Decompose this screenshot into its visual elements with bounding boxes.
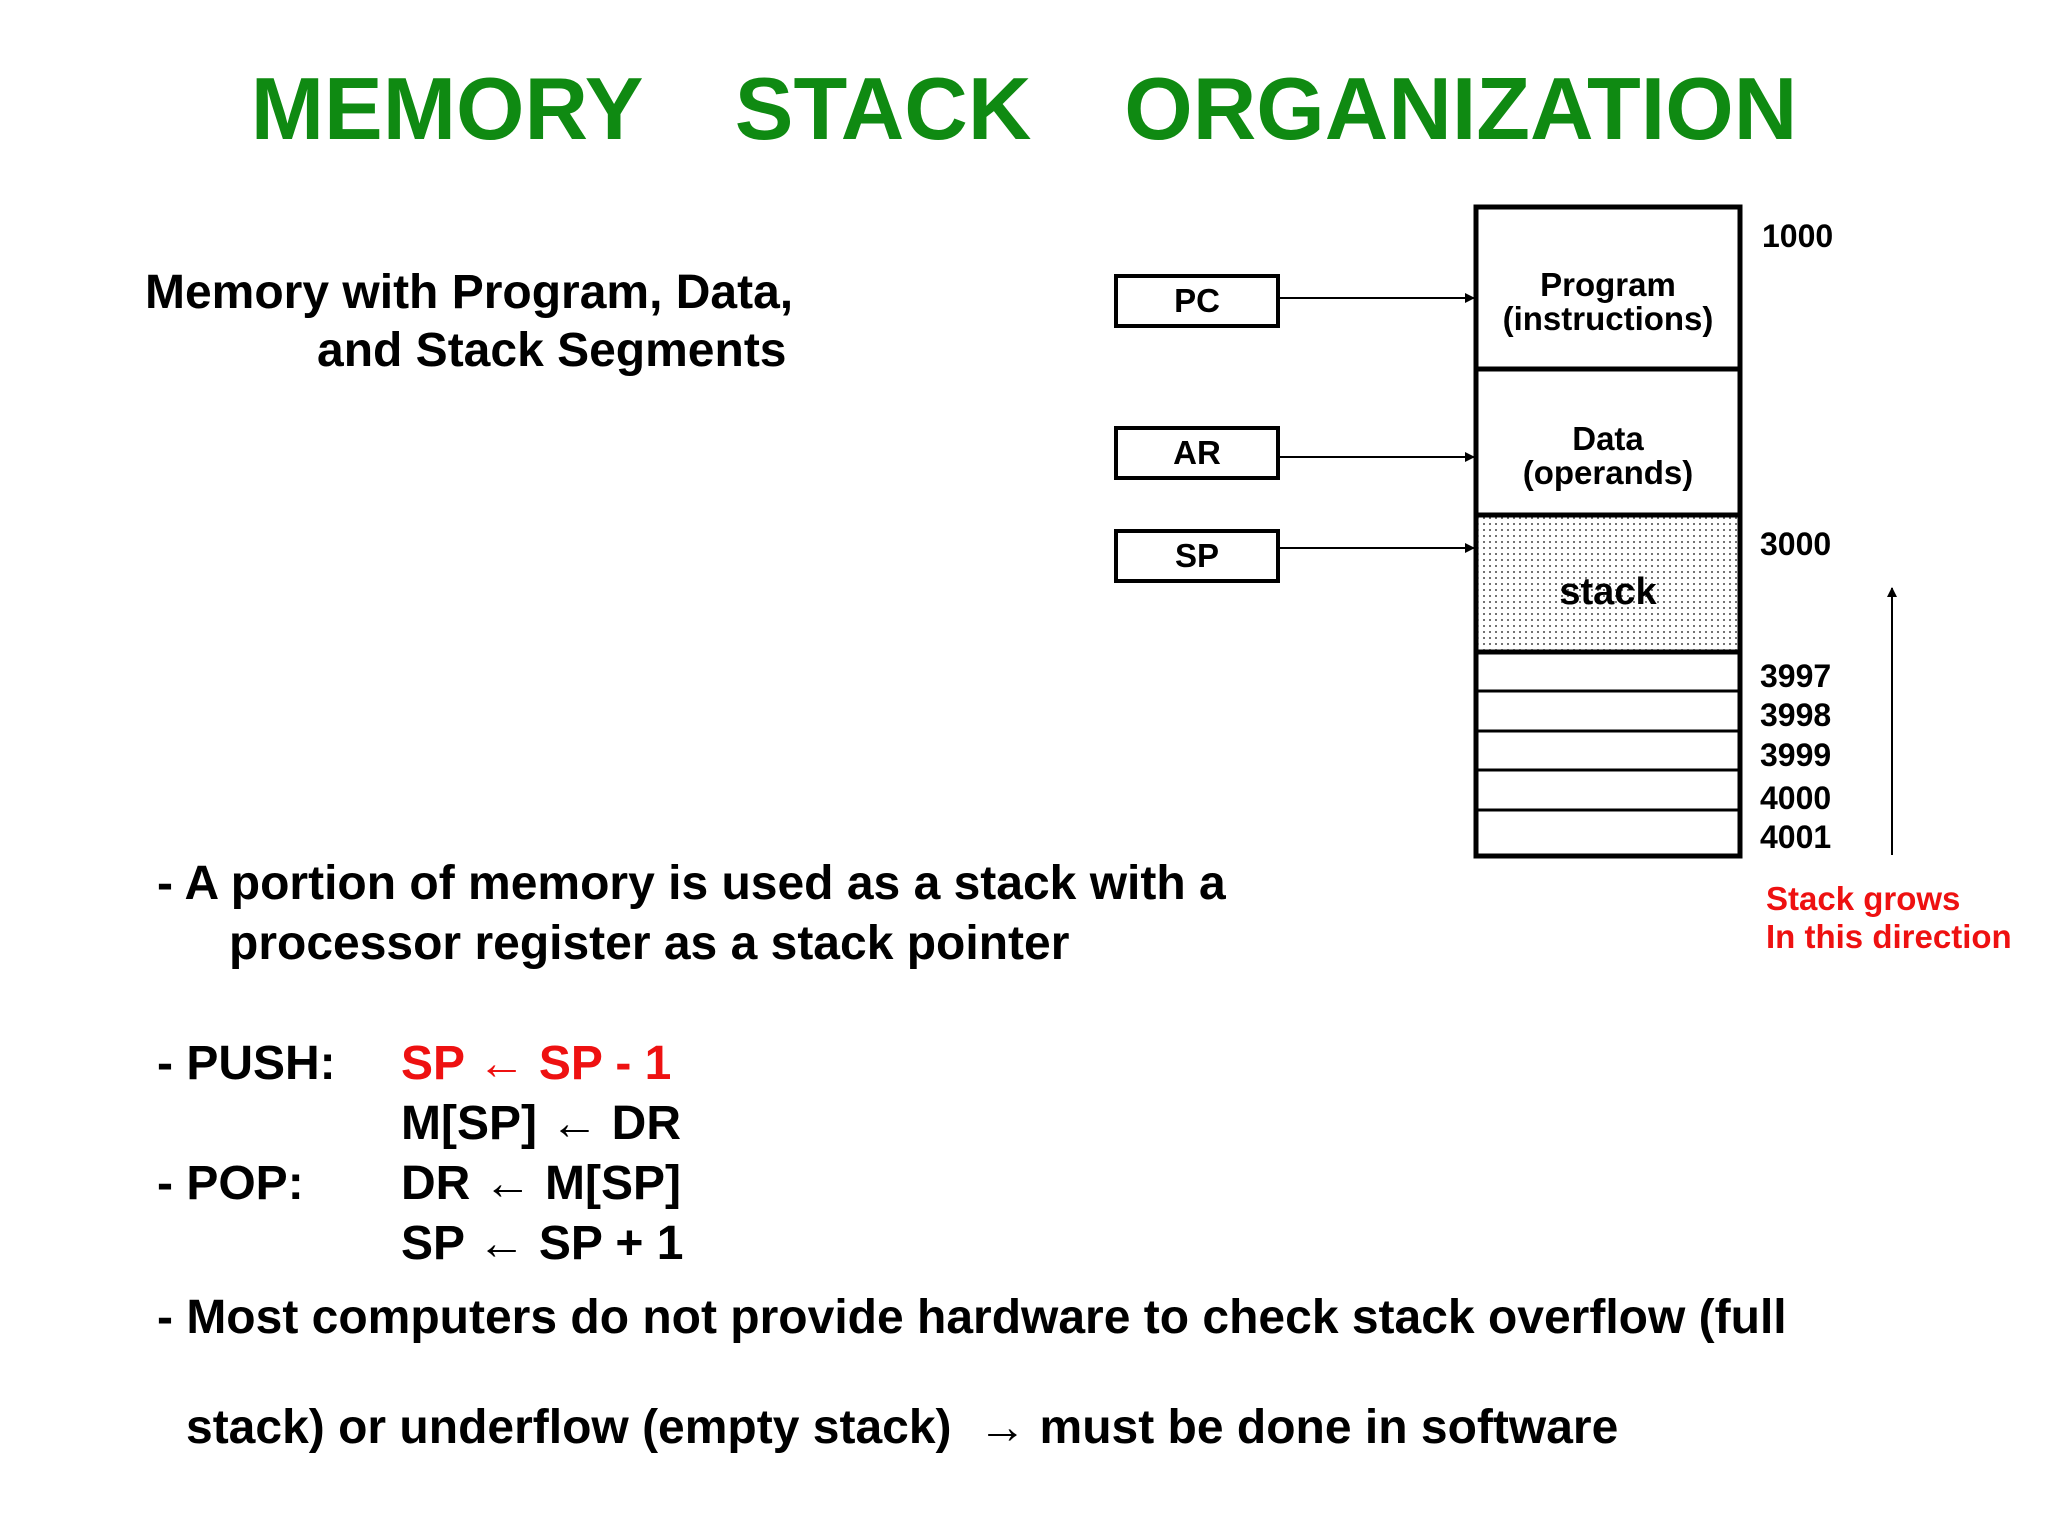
register-ar: AR: [1114, 426, 1280, 480]
pop-label: - POP:: [157, 1157, 304, 1210]
subtitle-line-2: and Stack Segments: [317, 324, 787, 377]
growth-note-line-2: In this direction: [1766, 918, 2012, 955]
address-3000: 3000: [1760, 526, 1832, 562]
memory-block: [1473, 204, 1743, 859]
stack-label: stack: [1559, 571, 1657, 613]
overflow-line-2: stack) or underflow (empty stack) → must…: [186, 1401, 1619, 1454]
growth-note-line-1: Stack grows: [1766, 880, 1961, 917]
stack-definition-line-2: processor register as a stack pointer: [229, 917, 1070, 970]
pop-op-2: SP ← SP + 1: [401, 1217, 684, 1270]
register-sp: SP: [1114, 529, 1280, 583]
push-op-2: M[SP] ← DR: [401, 1097, 681, 1150]
address-1000: 1000: [1762, 218, 1834, 254]
address-3998: 3998: [1760, 697, 1832, 733]
data-label: Data: [1572, 420, 1644, 457]
register-pc: PC: [1114, 274, 1280, 328]
address-3997: 3997: [1760, 658, 1832, 694]
address-3999: 3999: [1760, 737, 1832, 773]
push-label: - PUSH:: [157, 1037, 336, 1090]
push-op-1: SP ← SP - 1: [401, 1037, 672, 1090]
page-title: MEMORY STACK ORGANIZATION: [250, 59, 1798, 158]
pop-op-1: DR ← M[SP]: [401, 1157, 681, 1210]
subtitle-line-1: Memory with Program, Data,: [145, 266, 794, 319]
stack-segment: [1478, 516, 1738, 651]
data-sublabel: (operands): [1522, 454, 1694, 491]
overflow-line-1: - Most computers do not provide hardware…: [157, 1291, 1787, 1344]
address-4000: 4000: [1760, 780, 1832, 816]
program-sublabel: (instructions): [1502, 300, 1714, 337]
address-4001: 4001: [1760, 819, 1832, 855]
program-label: Program: [1540, 266, 1676, 303]
stack-definition-line-1: - A portion of memory is used as a stack…: [157, 857, 1226, 910]
